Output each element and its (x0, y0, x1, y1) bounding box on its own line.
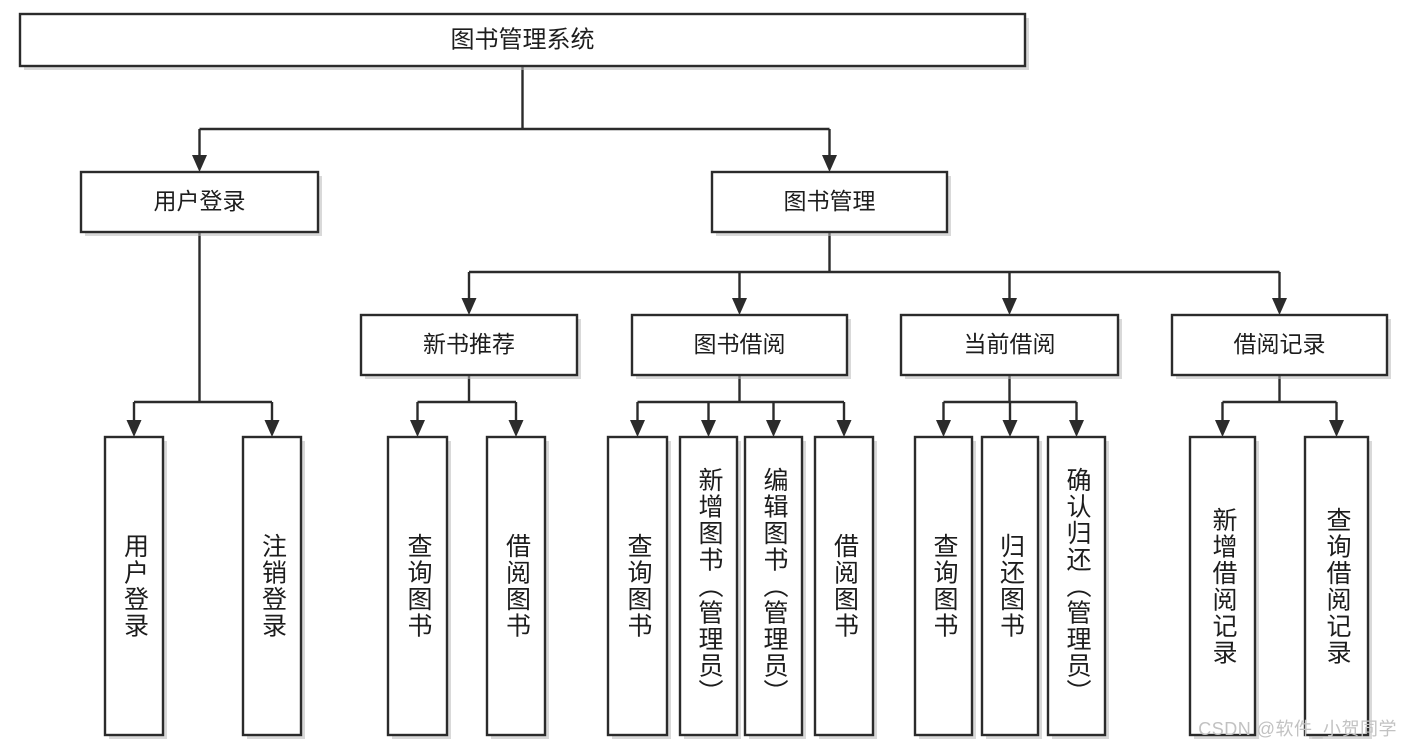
edge-arrowhead (1272, 298, 1287, 315)
edge-arrowhead (1215, 420, 1230, 437)
nodes-layer: 新书推荐 图书借阅 当前借阅 借阅记录 用户登录 图书管理 图书管理系统 (18, 12, 1391, 739)
node-box[interactable] (606, 435, 669, 737)
node-leaf-query-book-1[interactable] (386, 435, 451, 739)
node-box[interactable] (743, 435, 804, 737)
edge-arrowhead (126, 420, 142, 437)
node-box[interactable] (386, 435, 449, 737)
edge-arrowhead (410, 420, 425, 437)
node-box[interactable] (710, 170, 949, 234)
node-leaf-edit-book[interactable] (743, 435, 806, 739)
node-leaf-confirm-return[interactable] (1046, 435, 1109, 739)
edge-arrowhead (732, 298, 747, 315)
node-box[interactable] (678, 435, 739, 737)
edge-group-user-login (126, 232, 280, 437)
edge-group-book-borrow (630, 375, 852, 437)
node-box[interactable] (899, 313, 1120, 377)
node-leaf-borrow-book-2[interactable] (813, 435, 877, 739)
node-box[interactable] (913, 435, 974, 737)
node-leaf-borrow-book-1[interactable] (485, 435, 549, 739)
edge-arrowhead (1329, 420, 1344, 437)
edge-arrowhead (1002, 420, 1018, 437)
node-label: 图书管理 (784, 188, 876, 214)
node-leaf-query-book-3[interactable] (913, 435, 976, 739)
edge-arrowhead (264, 420, 280, 437)
edge-arrowhead (701, 420, 716, 437)
node-book-borrow[interactable]: 图书借阅 (630, 313, 851, 379)
node-label: 用户登录 (154, 188, 246, 214)
node-root[interactable]: 图书管理系统 (18, 12, 1029, 70)
node-box[interactable] (103, 435, 165, 737)
node-label: 图书管理系统 (451, 26, 595, 53)
node-borrow-record[interactable]: 借阅记录 (1170, 313, 1391, 379)
node-user-login[interactable]: 用户登录 (79, 170, 322, 236)
node-box[interactable] (79, 170, 320, 234)
node-leaf-add-borrow-record[interactable] (1188, 435, 1259, 739)
node-box[interactable] (630, 313, 849, 377)
node-new-book-recommend[interactable]: 新书推荐 (359, 313, 581, 379)
edge-arrowhead (822, 155, 837, 172)
node-box[interactable] (980, 435, 1040, 737)
node-leaf-add-book[interactable] (678, 435, 741, 739)
edge-group-new-book-recommend (410, 375, 524, 437)
node-leaf-user-logout[interactable] (241, 435, 305, 739)
edges-layer (126, 66, 1344, 437)
node-label: 借阅记录 (1234, 331, 1326, 357)
node-box[interactable] (1170, 313, 1389, 377)
edge-arrowhead (192, 155, 207, 172)
edge-arrowhead (1069, 420, 1084, 437)
node-box[interactable] (1188, 435, 1257, 737)
edge-arrowhead (836, 420, 852, 437)
node-leaf-query-book-2[interactable] (606, 435, 671, 739)
node-box[interactable] (1046, 435, 1107, 737)
node-box[interactable] (485, 435, 547, 737)
edge-arrowhead (936, 420, 951, 437)
watermark: CSDN @软件_小贺同学 (1198, 719, 1397, 739)
node-label: 图书借阅 (694, 331, 786, 357)
node-leaf-return-book[interactable] (980, 435, 1042, 739)
edge-arrowhead (508, 420, 524, 437)
node-box[interactable] (241, 435, 303, 737)
edge-arrowhead (630, 420, 645, 437)
edge-group-root (192, 66, 837, 172)
node-label: 当前借阅 (964, 331, 1056, 357)
node-book-management[interactable]: 图书管理 (710, 170, 951, 236)
edge-group-book-management (461, 232, 1287, 315)
node-leaf-user-login[interactable] (103, 435, 167, 739)
edge-arrowhead (461, 298, 477, 315)
node-box[interactable] (359, 313, 579, 377)
node-current-borrow[interactable]: 当前借阅 (899, 313, 1122, 379)
edge-group-borrow-record (1215, 375, 1344, 437)
node-box[interactable] (1303, 435, 1370, 737)
node-box[interactable] (18, 12, 1027, 68)
node-leaf-query-borrow-record[interactable] (1303, 435, 1372, 739)
edge-group-current-borrow (936, 375, 1084, 437)
node-label: 新书推荐 (423, 331, 515, 357)
edge-arrowhead (766, 420, 781, 437)
edge-arrowhead (1002, 298, 1017, 315)
node-box[interactable] (813, 435, 875, 737)
